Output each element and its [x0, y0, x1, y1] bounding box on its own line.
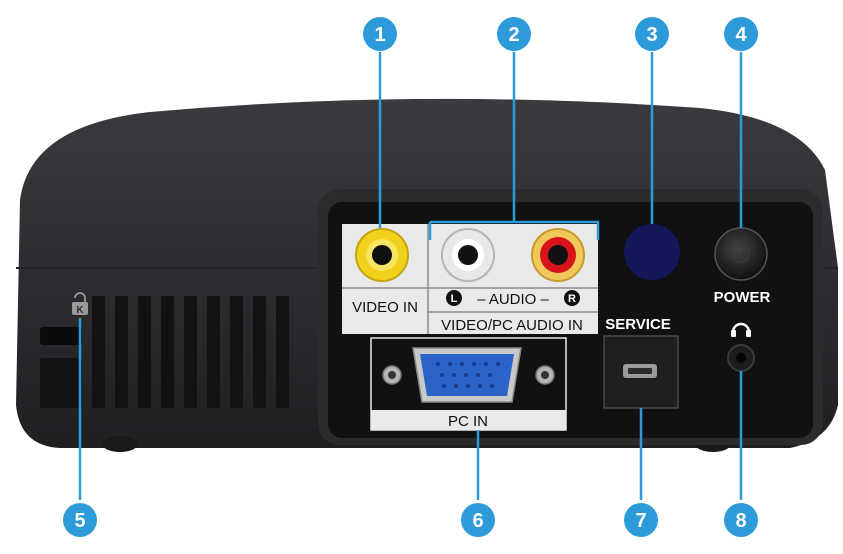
svg-text:L: L — [451, 293, 458, 305]
power-button[interactable] — [714, 227, 768, 281]
callout-4: 4 — [724, 17, 758, 51]
callout-1: 1 — [363, 17, 397, 51]
svg-text:3: 3 — [646, 24, 657, 46]
video-in-label: VIDEO IN — [352, 299, 418, 316]
service-port[interactable] — [603, 335, 679, 409]
svg-text:7: 7 — [635, 510, 646, 532]
svg-text:2: 2 — [508, 24, 519, 46]
power-label: POWER — [714, 289, 771, 306]
svg-text:1: 1 — [374, 24, 385, 46]
callout-5: 5 — [63, 503, 97, 537]
pc-in-label: PC IN — [448, 413, 488, 430]
callout-7: 7 — [624, 503, 658, 537]
callout-2: 2 — [497, 17, 531, 51]
callout-8: 8 — [724, 503, 758, 537]
callout-6: 6 — [461, 503, 495, 537]
service-label: SERVICE — [605, 316, 671, 333]
svg-text:R: R — [568, 293, 576, 305]
svg-text:6: 6 — [472, 510, 483, 532]
vga-port[interactable] — [382, 347, 555, 403]
kensington-slot — [40, 327, 82, 345]
audio-right-badge: R — [564, 290, 580, 306]
svg-text:K: K — [76, 305, 84, 316]
svg-text:8: 8 — [735, 510, 746, 532]
video-in-jack[interactable] — [355, 228, 409, 282]
audio-left-badge: L — [446, 290, 462, 306]
video-pc-audio-in-label: VIDEO/PC AUDIO IN — [441, 317, 583, 334]
audio-label: – AUDIO – — [477, 291, 549, 308]
headphone-icon — [731, 322, 751, 337]
svg-text:5: 5 — [74, 510, 85, 532]
audio-right-jack[interactable] — [531, 228, 585, 282]
remote-sensor — [624, 224, 680, 280]
svg-text:4: 4 — [735, 24, 747, 46]
callout-leader-lines — [78, 52, 743, 500]
callout-3: 3 — [635, 17, 669, 51]
kensington-lock-icon: K — [72, 292, 88, 316]
headphone-jack[interactable] — [727, 344, 755, 372]
audio-left-jack[interactable] — [441, 228, 495, 282]
ventilation-grille — [40, 296, 289, 408]
